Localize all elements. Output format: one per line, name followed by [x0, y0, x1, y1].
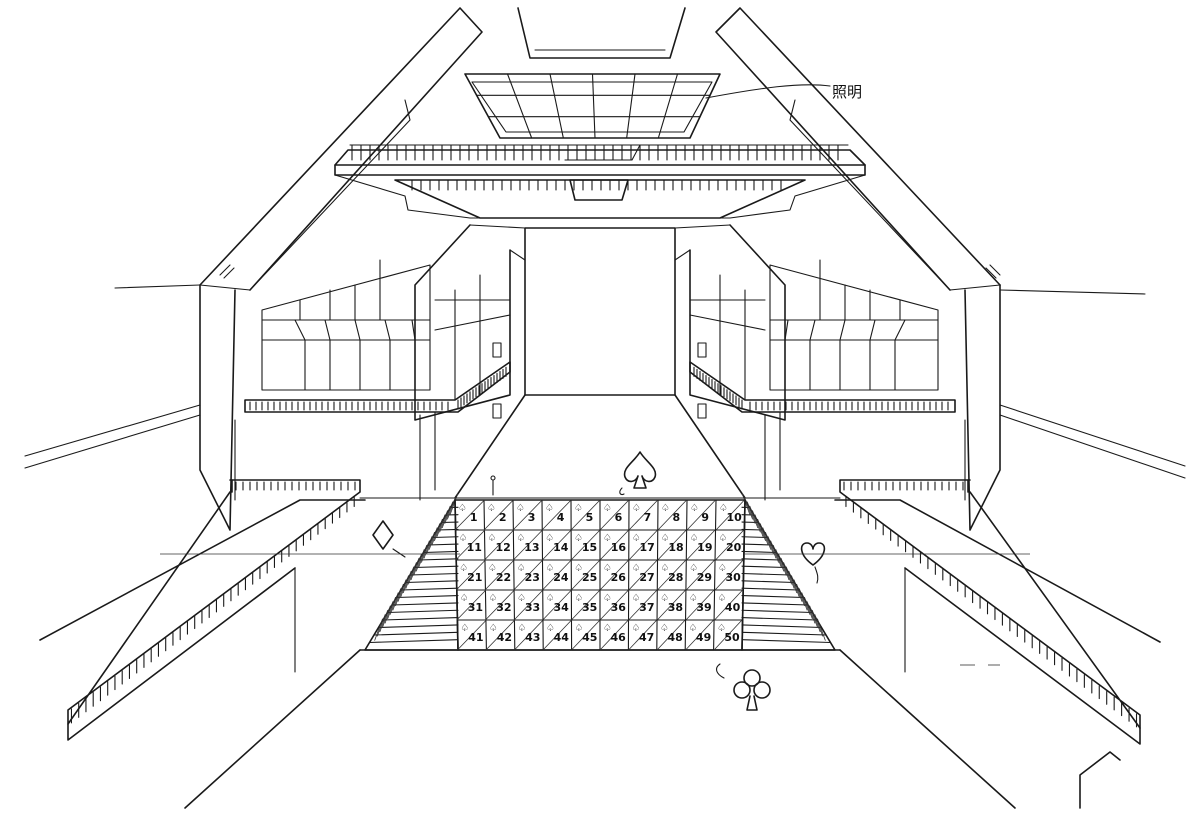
grid-number: 20 [726, 541, 742, 554]
grid-number: 15 [582, 541, 597, 554]
grid-number: 50 [724, 631, 740, 644]
grid-number: 24 [553, 571, 569, 584]
grid-number: 32 [496, 601, 511, 614]
grid-number: 46 [611, 631, 627, 644]
grid-number: 18 [668, 541, 683, 554]
grid-number: 23 [525, 571, 540, 584]
grid-number: 25 [582, 571, 597, 584]
grid-number: 41 [468, 631, 483, 644]
grid-number: 26 [611, 571, 627, 584]
grid-number: 2 [499, 511, 507, 524]
grid-number: 14 [553, 541, 569, 554]
grid-spade-mark: ♤ [603, 503, 612, 514]
grid-number: 7 [644, 511, 652, 524]
catwalk-bridges [335, 145, 865, 218]
numbered-grid-wall: ♤1♤2♤3♤4♤5♤6♤7♤8♤9♤10♤11♤12♤13♤14♤15♤16♤… [455, 500, 745, 650]
grid-spade-mark: ♤ [690, 503, 699, 514]
grid-number: 17 [640, 541, 655, 554]
grid-number: 13 [524, 541, 539, 554]
grid-number: 4 [557, 511, 565, 524]
grid-number: 27 [639, 571, 654, 584]
light-annotation: 照明 [706, 83, 862, 101]
grid-number: 29 [697, 571, 712, 584]
grid-number: 33 [525, 601, 540, 614]
grid-number: 19 [697, 541, 712, 554]
grid-number: 35 [582, 601, 597, 614]
grid-number: 30 [725, 571, 741, 584]
grid-number: 44 [554, 631, 570, 644]
grid-number: 49 [696, 631, 711, 644]
grid-spade-mark: ♤ [458, 503, 467, 514]
heart-icon [802, 543, 825, 583]
grid-number: 5 [586, 511, 594, 524]
grid-spade-mark: ♤ [545, 503, 554, 514]
grid-number: 1 [470, 511, 478, 524]
grid-number: 40 [725, 601, 741, 614]
grid-number: 3 [528, 511, 536, 524]
grid-spade-mark: ♤ [574, 503, 583, 514]
grid-number: 34 [553, 601, 569, 614]
grid-spade-mark: ♤ [516, 503, 525, 514]
grid-number: 21 [467, 571, 482, 584]
grid-number: 12 [495, 541, 510, 554]
grid-number: 38 [668, 601, 683, 614]
diamond-icon [373, 521, 405, 557]
grid-number: 8 [672, 511, 680, 524]
upper-alcoves [220, 225, 1000, 420]
grid-number: 28 [668, 571, 683, 584]
person-figure [491, 476, 495, 495]
roof-structure [25, 8, 1185, 478]
grid-spade-mark: ♤ [661, 503, 670, 514]
light-annotation-label: 照明 [832, 83, 862, 101]
grid-number: 47 [639, 631, 654, 644]
grid-number: 31 [468, 601, 483, 614]
grid-number: 22 [496, 571, 511, 584]
skylight [518, 8, 685, 58]
grid-number: 9 [701, 511, 709, 524]
grid-number: 48 [667, 631, 682, 644]
grid-number: 6 [615, 511, 623, 524]
grid-number: 11 [467, 541, 482, 554]
grid-number: 37 [639, 601, 654, 614]
spade-icon [620, 452, 656, 495]
grid-number: 10 [727, 511, 743, 524]
ceiling-light-grid [465, 74, 720, 138]
grid-spade-mark: ♤ [487, 503, 496, 514]
grid-spade-mark: ♤ [632, 503, 641, 514]
grid-number: 43 [525, 631, 540, 644]
club-icon [717, 664, 770, 710]
grid-number: 36 [611, 601, 627, 614]
grid-number: 39 [696, 601, 711, 614]
grid-number: 42 [497, 631, 512, 644]
pillars [200, 285, 1000, 530]
grid-number: 45 [582, 631, 597, 644]
grid-number: 16 [611, 541, 627, 554]
